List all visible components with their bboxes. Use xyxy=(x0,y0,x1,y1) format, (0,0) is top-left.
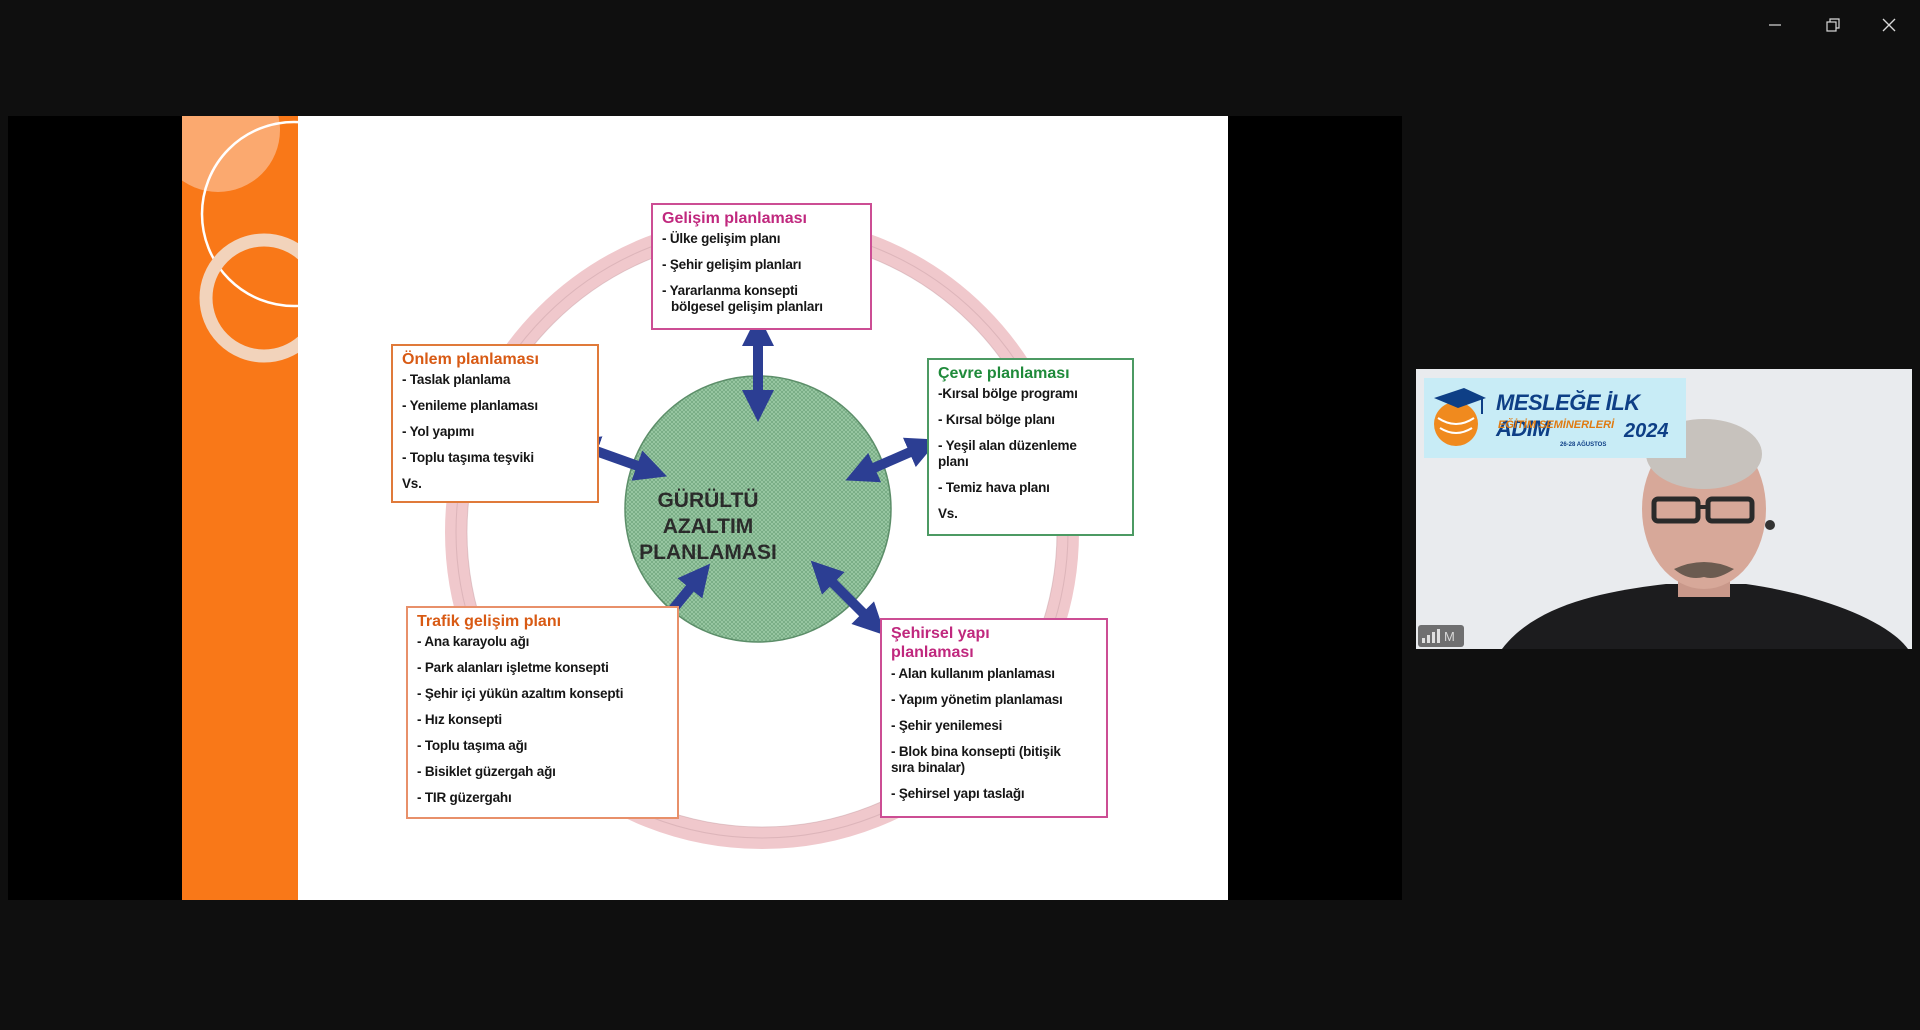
box-sehirsel-yapi-planlamasi: Şehirsel yapı planlaması - Alan kullanım… xyxy=(880,618,1108,818)
arrow-bottom-right xyxy=(810,560,886,636)
logo-title: MESLEĞE İLK ADIM xyxy=(1496,390,1640,441)
list-item: - Temiz hava planı xyxy=(938,480,1050,495)
close-button[interactable] xyxy=(1866,6,1912,44)
list-item: - Park alanları işletme konsepti xyxy=(417,660,609,675)
list-item: - Toplu taşıma ağı xyxy=(417,738,528,753)
webcam-tile[interactable]: MESLEĞE İLK ADIM EĞİTİM SEMİNERLERİ 2024… xyxy=(1416,369,1912,649)
list-item: - Yenileme planlaması xyxy=(402,398,538,413)
event-logo: MESLEĞE İLK ADIM EĞİTİM SEMİNERLERİ 2024… xyxy=(1424,378,1686,458)
list-item: - Blok bina konsepti (bitişik xyxy=(891,744,1061,759)
list-item: -Kırsal bölge programı xyxy=(938,386,1078,401)
list-item: - Yol yapımı xyxy=(402,424,475,439)
list-item: planı xyxy=(938,454,969,469)
box-title: Gelişim planlaması xyxy=(662,210,807,227)
slide-sidebar xyxy=(182,116,298,900)
list-item: - Ana karayolu ağı xyxy=(417,634,530,649)
presentation-slide: GÜRÜLTÜ AZALTIM PLANLAMASI Gelişim planl… xyxy=(182,116,1228,900)
logo-dates: 26-28 AĞUSTOS xyxy=(1560,442,1607,448)
list-item: Vs. xyxy=(938,506,958,521)
box-title: Önlem planlaması xyxy=(402,351,539,368)
list-item: - Ülke gelişim planı xyxy=(662,231,781,246)
list-item: - Hız konsepti xyxy=(417,712,502,727)
minimize-button[interactable] xyxy=(1752,6,1798,44)
center-title-line1: GÜRÜLTÜ AZALTIM xyxy=(657,489,759,538)
restore-icon xyxy=(1826,18,1840,32)
participant-badge: M xyxy=(1418,625,1464,647)
box-gelisim-planlamasi: Gelişim planlaması - Ülke gelişim planı … xyxy=(651,203,872,330)
center-title-line2: PLANLAMASI xyxy=(639,541,777,564)
list-item: sıra binalar) xyxy=(891,760,965,775)
box-title-line2: planlaması xyxy=(891,644,974,661)
logo-subtitle: EĞİTİM SEMİNERLERİ xyxy=(1498,419,1615,431)
box-title: Şehirsel yapı xyxy=(891,625,990,642)
list-item: - Alan kullanım planlaması xyxy=(891,666,1055,681)
list-item: - Yapım yönetim planlaması xyxy=(891,692,1063,707)
list-item: - Şehirsel yapı taslağı xyxy=(891,786,1025,801)
list-item: - Kırsal bölge planı xyxy=(938,412,1055,427)
box-title: Çevre planlaması xyxy=(938,365,1070,382)
signal-bars-icon xyxy=(1422,629,1440,643)
arrow-right xyxy=(845,437,939,483)
list-item: - Toplu taşıma teşviki xyxy=(402,450,534,465)
list-item: - Yeşil alan düzenleme xyxy=(938,438,1077,453)
box-cevre-planlamasi: Çevre planlaması -Kırsal bölge programı … xyxy=(927,358,1134,536)
list-item: - Bisiklet güzergah ağı xyxy=(417,764,556,779)
minimize-icon xyxy=(1769,24,1781,26)
window-titlebar xyxy=(0,0,1920,50)
box-title: Trafik gelişim planı xyxy=(417,613,562,630)
graduation-cap-globe-icon xyxy=(1434,388,1486,446)
logo-year: 2024 xyxy=(1624,420,1669,442)
restore-button[interactable] xyxy=(1810,6,1856,44)
list-item: - Taslak planlama xyxy=(402,372,511,387)
list-item: Vs. xyxy=(402,476,422,491)
list-item: bölgesel gelişim planları xyxy=(671,299,823,314)
box-onlem-planlamasi: Önlem planlaması - Taslak planlama - Yen… xyxy=(391,344,599,503)
center-title: GÜRÜLTÜ AZALTIM PLANLAMASI xyxy=(610,488,806,566)
list-item: - Şehir gelişim planları xyxy=(662,257,802,272)
close-icon xyxy=(1882,18,1896,32)
list-item: - Şehir yenilemesi xyxy=(891,718,1003,733)
box-trafik-gelisim-plani: Trafik gelişim planı - Ana karayolu ağı … xyxy=(406,606,679,819)
list-item: - Şehir içi yükün azaltım konsepti xyxy=(417,686,624,701)
list-item: - Yararlanma konsepti xyxy=(662,283,798,298)
participant-initial: M xyxy=(1444,628,1455,644)
list-item: - TIR güzergahı xyxy=(417,790,512,805)
decorative-circles xyxy=(182,116,298,363)
